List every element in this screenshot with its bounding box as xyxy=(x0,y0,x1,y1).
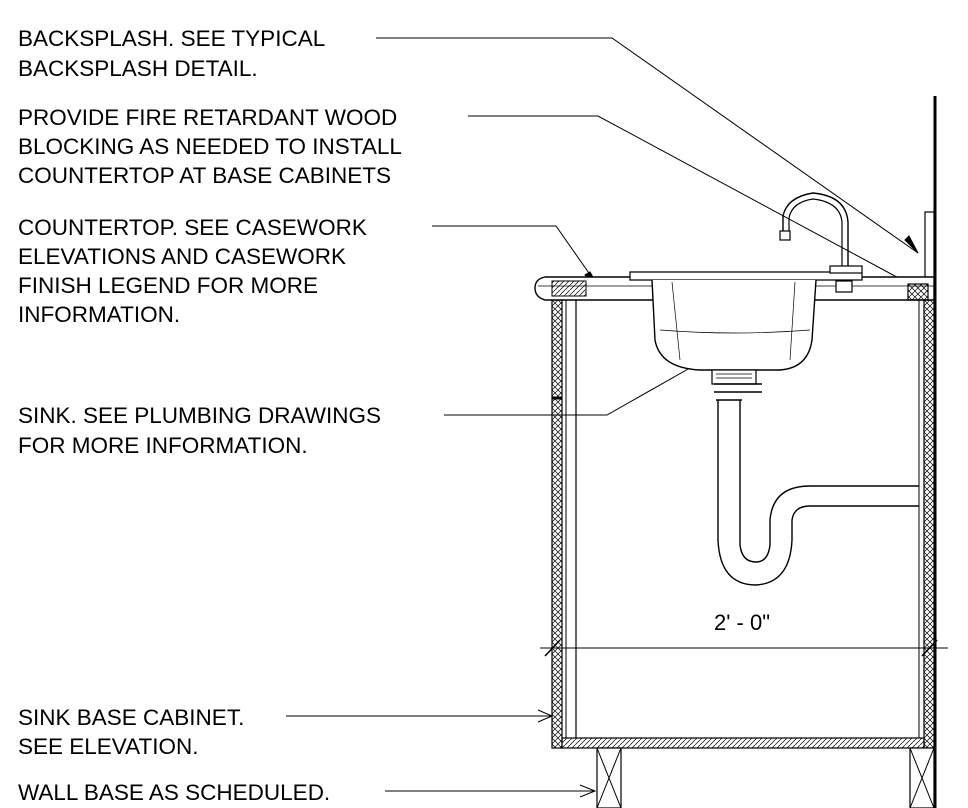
note-blocking: PROVIDE FIRE RETARDANT WOOD BLOCKING AS … xyxy=(18,105,402,188)
backsplash xyxy=(924,211,935,280)
note-cabinet-line-1: SINK BASE CABINET. xyxy=(18,705,244,730)
faucet-tip xyxy=(779,230,791,241)
trap-outer xyxy=(717,400,919,586)
leader-blocking xyxy=(468,115,907,283)
note-countertop-line-3: FINISH LEGEND FOR MORE xyxy=(18,273,318,298)
dimension-label: 2' - 0" xyxy=(714,610,770,635)
dimension-tick-right xyxy=(921,639,938,657)
note-countertop: COUNTERTOP. SEE CASEWORK ELEVATIONS AND … xyxy=(18,215,367,327)
faucet-spout-inner xyxy=(788,198,843,270)
faucet-tailpiece xyxy=(835,280,853,293)
faucet-base xyxy=(829,265,863,274)
sink-drain xyxy=(711,369,757,385)
note-sink: SINK. SEE PLUMBING DRAWINGS FOR MORE INF… xyxy=(18,403,381,458)
trap-connection xyxy=(714,383,762,401)
toe-kick-left-cross xyxy=(596,747,622,808)
dimension-tick-left xyxy=(544,639,561,657)
note-cabinet-line-2: SEE ELEVATION. xyxy=(18,734,198,759)
sink-drain-rings xyxy=(716,373,752,379)
note-wall-base: WALL BASE AS SCHEDULED. xyxy=(18,780,330,805)
p-trap xyxy=(714,383,919,586)
countertop-front-block xyxy=(551,280,587,297)
cabinet-right-panel xyxy=(923,299,935,749)
leader-countertop xyxy=(432,225,599,287)
cabinet-bottom-panel xyxy=(561,737,925,749)
sink-base-cabinet xyxy=(551,299,935,808)
faucet-spout xyxy=(782,192,849,270)
note-countertop-line-2: ELEVATIONS AND CASEWORK xyxy=(18,244,346,269)
trap-inner xyxy=(739,400,919,563)
sink-rim xyxy=(629,271,863,281)
note-countertop-line-4: INFORMATION. xyxy=(18,302,180,327)
note-blocking-line-2: BLOCKING AS NEEDED TO INSTALL xyxy=(18,134,402,159)
note-countertop-line-1: COUNTERTOP. SEE CASEWORK xyxy=(18,215,367,240)
note-wall-base-line-1: WALL BASE AS SCHEDULED. xyxy=(18,780,330,805)
note-sink-line-1: SINK. SEE PLUMBING DRAWINGS xyxy=(18,403,381,428)
toe-kick-right-cross xyxy=(909,747,935,808)
leader-sink xyxy=(444,359,705,416)
note-backsplash-line-2: BACKSPLASH DETAIL. xyxy=(18,56,258,81)
leader-backsplash xyxy=(376,37,919,254)
arrow-wall-base xyxy=(579,784,597,798)
arrow-backsplash xyxy=(904,235,919,254)
note-sink-line-2: FOR MORE INFORMATION. xyxy=(18,433,308,458)
note-cabinet: SINK BASE CABINET. SEE ELEVATION. xyxy=(18,705,244,759)
blocking xyxy=(907,283,929,301)
note-blocking-line-1: PROVIDE FIRE RETARDANT WOOD xyxy=(18,105,397,130)
dimension-cabinet-depth: 2' - 0" xyxy=(540,610,948,657)
cabinet-left-panel xyxy=(551,299,563,749)
note-blocking-line-3: COUNTERTOP AT BASE CABINETS xyxy=(18,163,391,188)
sink-bowl-inner xyxy=(659,281,811,361)
note-backsplash-line-1: BACKSPLASH. SEE TYPICAL xyxy=(18,26,325,51)
note-backsplash: BACKSPLASH. SEE TYPICAL BACKSPLASH DETAI… xyxy=(18,26,325,81)
sink xyxy=(629,192,863,385)
